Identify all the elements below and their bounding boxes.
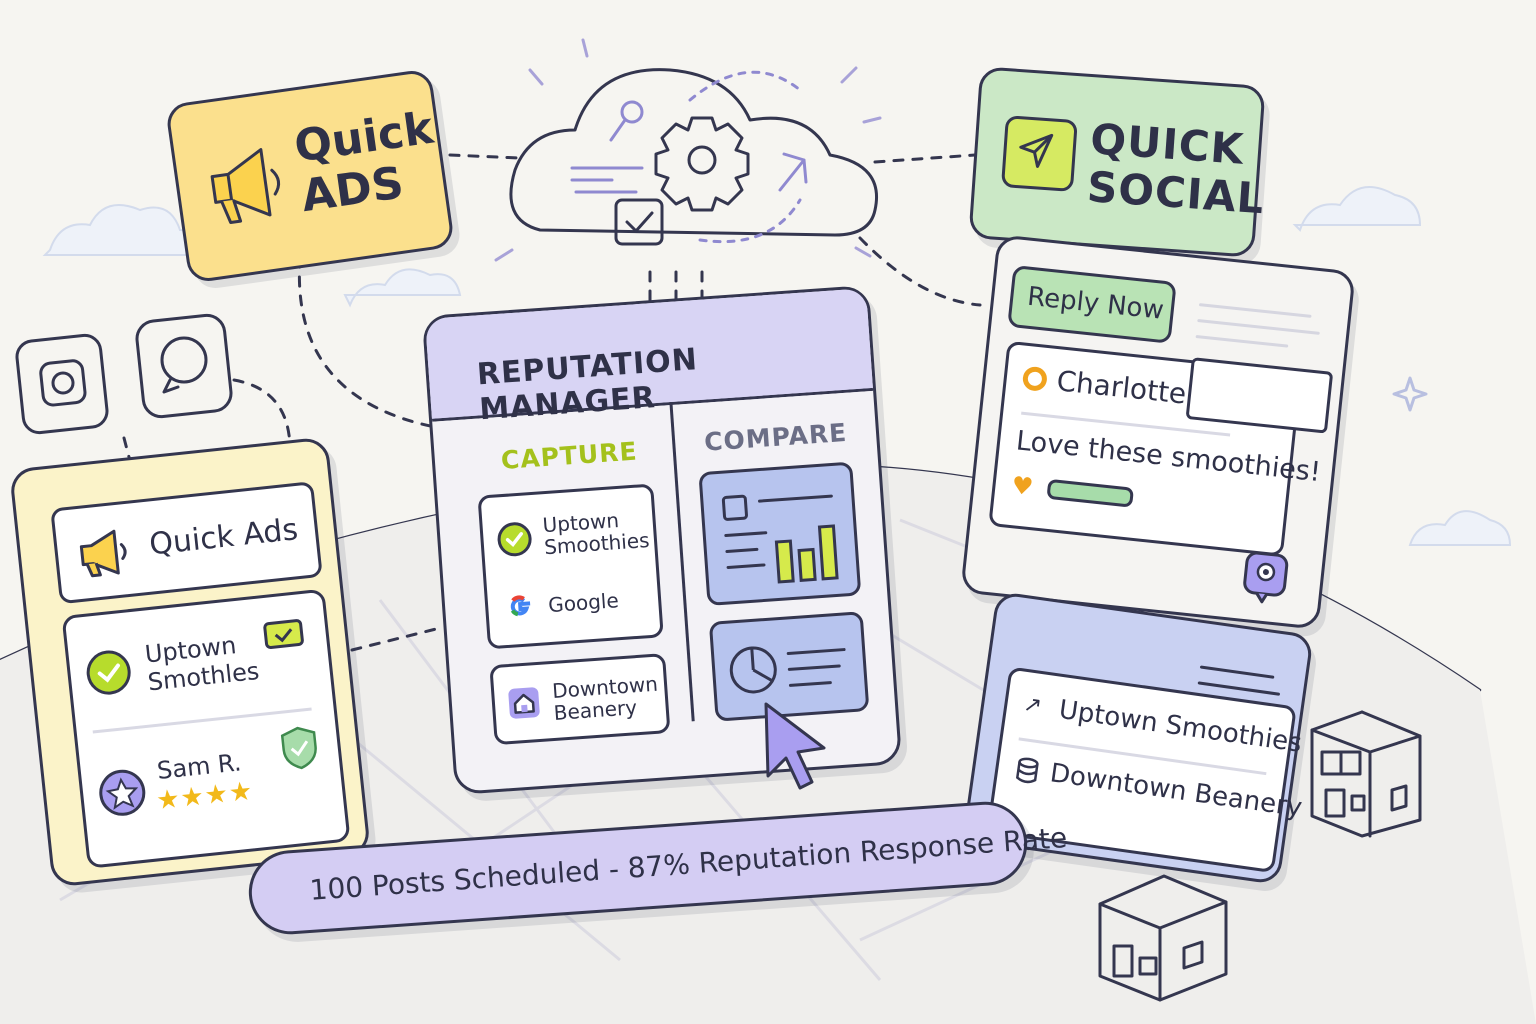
google-g-icon xyxy=(510,595,531,617)
status-dot-icon xyxy=(1021,365,1049,393)
location-item[interactable]: Downtown Beanery xyxy=(489,653,671,746)
reviewer-name: Sam R. xyxy=(155,748,243,785)
capture-title: CAPTURE xyxy=(500,436,639,475)
shield-check-icon xyxy=(280,726,317,770)
quick-ads-tab[interactable]: Quick Ads xyxy=(50,481,323,605)
text-lines-decoration xyxy=(1195,303,1320,348)
comment-card: Charlotte Love these smoothies! ♥ xyxy=(988,340,1334,557)
capture-list: Uptown Smoothies Google xyxy=(477,483,664,650)
checkbox-icon xyxy=(263,619,304,649)
database-icon xyxy=(1015,757,1039,784)
quick-ads-sign[interactable]: Quick ADS xyxy=(164,68,456,284)
locations-card: ↗ Uptown Smoothies Downtown Beanery xyxy=(962,590,1314,886)
menu-lines-icon xyxy=(1197,665,1280,696)
locations-list: ↗ Uptown Smoothies Downtown Beanery xyxy=(986,666,1304,874)
list-item[interactable]: Downtown Beanery xyxy=(1048,758,1304,824)
star-badge-icon xyxy=(97,767,148,819)
gear-icon xyxy=(654,116,750,212)
quick-social-sign[interactable]: QUICK SOCIAL xyxy=(968,66,1267,258)
cursor-icon xyxy=(764,702,826,790)
home-icon xyxy=(508,687,540,719)
comment-author: Charlotte xyxy=(1055,364,1188,411)
quick-social-sign-line2: SOCIAL xyxy=(1085,162,1267,224)
reply-input[interactable] xyxy=(1185,357,1334,434)
list-item[interactable]: Uptown Smoothies xyxy=(541,507,651,560)
whatsapp-icon xyxy=(135,313,233,419)
check-circle-icon xyxy=(84,648,133,697)
pie-chart-icon xyxy=(729,646,846,694)
quick-ads-list: Uptown Smothles Sam R. ★★★★ xyxy=(61,588,351,869)
location-pin-icon[interactable] xyxy=(1240,549,1291,608)
column-divider xyxy=(669,401,695,722)
quick-ads-tab-label: Quick Ads xyxy=(147,512,300,563)
list-item[interactable]: Google xyxy=(547,588,620,618)
reply-now-label: Reply Now xyxy=(1025,281,1166,326)
reputation-manager-window: REPUTATION MANAGER CAPTURE COMPARE Uptow… xyxy=(421,284,903,796)
pie-chart-widget[interactable] xyxy=(708,611,870,722)
location-line2: Beanery xyxy=(552,695,638,725)
reply-card: Reply Now Charlotte Love these smoothies… xyxy=(960,234,1356,630)
rating-stars: ★★★★ xyxy=(154,776,255,817)
building-icon xyxy=(1098,874,1228,1002)
reply-now-button[interactable]: Reply Now xyxy=(1007,264,1177,344)
heart-icon: ♥ xyxy=(1010,471,1035,502)
arrow-up-right-icon: ↗ xyxy=(1021,691,1044,720)
list-item[interactable]: Uptown Smothles xyxy=(143,631,261,697)
compare-title: COMPARE xyxy=(703,417,849,457)
quick-ads-card: Quick Ads Uptown Smothles Sam R. ★★★★ xyxy=(8,436,372,888)
bar-chart-widget[interactable] xyxy=(698,461,862,606)
reputation-manager-title: REPUTATION MANAGER xyxy=(475,342,699,428)
bar-chart-icon xyxy=(721,494,839,584)
megaphone-icon xyxy=(79,529,127,578)
progress-bar xyxy=(1046,478,1135,508)
instagram-icon xyxy=(15,333,109,435)
megaphone-icon xyxy=(210,148,281,224)
check-circle-icon xyxy=(496,521,533,558)
send-icon xyxy=(1000,115,1078,192)
building-icon xyxy=(1310,710,1422,838)
